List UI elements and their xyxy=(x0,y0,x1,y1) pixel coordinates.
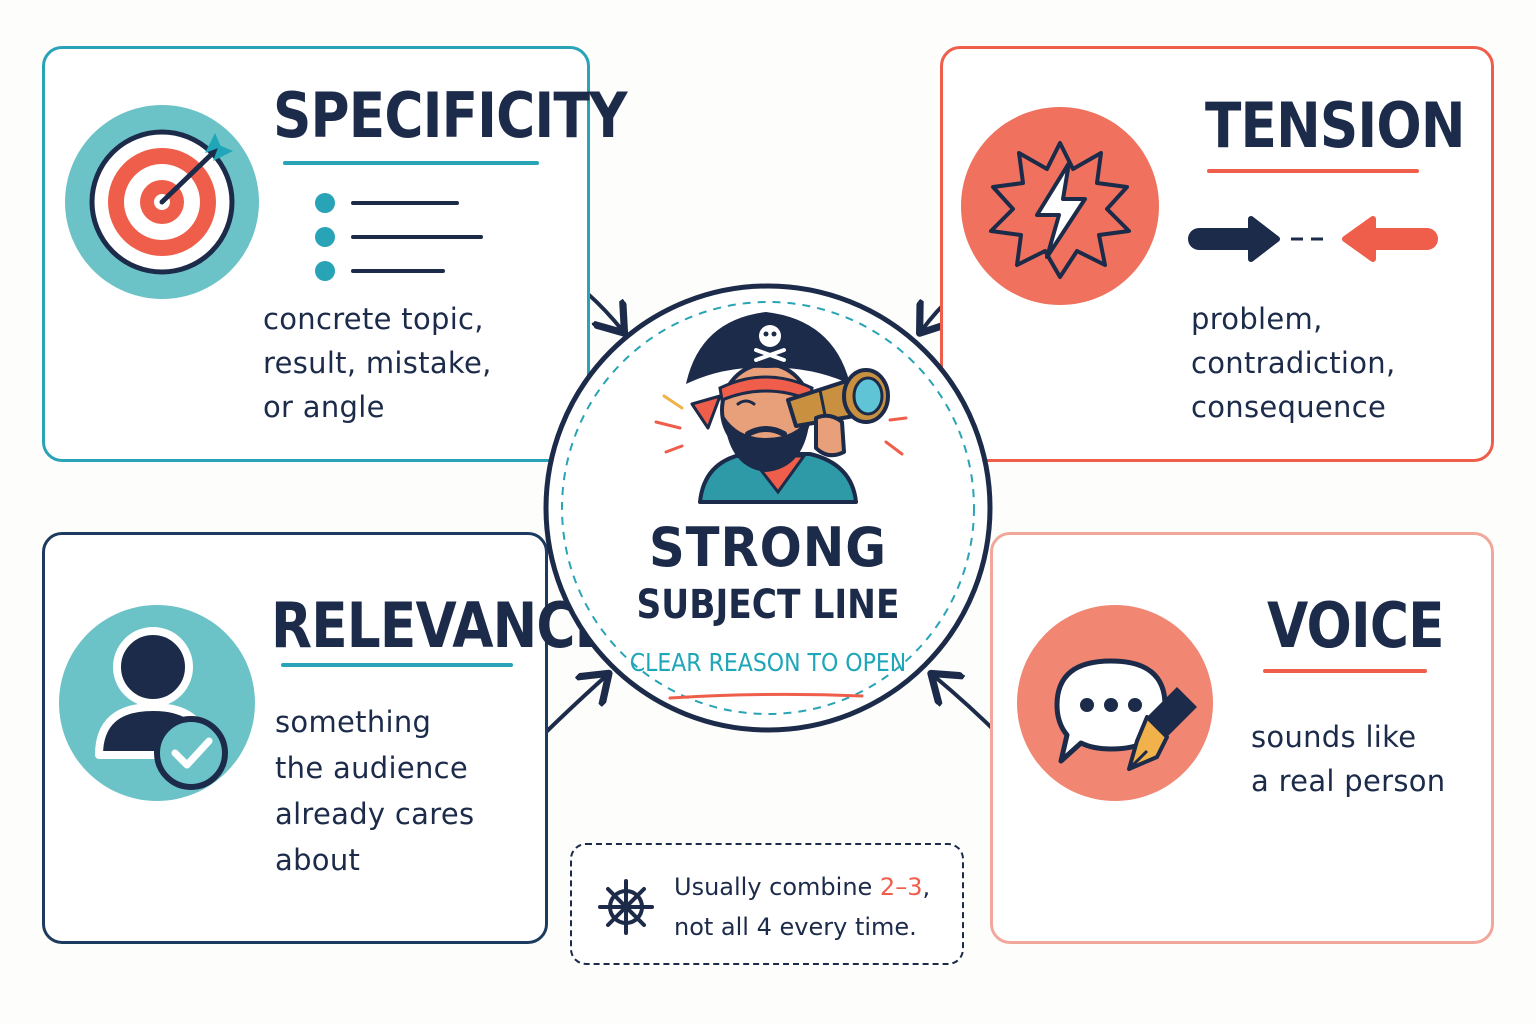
note-line2: not all 4 every time. xyxy=(674,913,917,941)
card-description: sounds like a real person xyxy=(1251,720,1446,798)
target-icon xyxy=(65,105,259,299)
card-specificity: SPECIFICITY concrete topic, result, mist… xyxy=(42,46,627,462)
card-title: TENSION xyxy=(1205,89,1465,162)
note-line1-prefix: Usually combine xyxy=(674,873,880,901)
center-tagline: CLEAR REASON TO OPEN xyxy=(629,648,907,677)
center-title-line1: STRONG xyxy=(648,516,888,579)
title-underline xyxy=(1207,169,1419,173)
card-tension: TENSION problem, contradiction, conseque… xyxy=(940,46,1494,462)
card-title: SPECIFICITY xyxy=(273,79,627,152)
note-line1-suffix: , xyxy=(922,873,931,901)
title-underline xyxy=(281,663,513,667)
card-voice: VOICE sounds like a real person xyxy=(990,532,1494,944)
note-text: Usually combine 2–3,not all 4 every time… xyxy=(674,867,930,947)
title-underline xyxy=(1263,669,1427,673)
list-lines-icon xyxy=(315,193,483,281)
card-description: something the audience already cares abo… xyxy=(275,705,475,877)
card-title: RELEVANCE xyxy=(271,589,611,662)
card-description: problem, contradiction, consequence xyxy=(1191,302,1396,424)
opposing-arrows-icon xyxy=(1188,216,1438,262)
card-relevance: RELEVANCE something the audience already… xyxy=(42,532,611,944)
ship-wheel-icon xyxy=(598,879,654,935)
tagline-underline xyxy=(668,692,864,700)
card-description: concrete topic, result, mistake, or angl… xyxy=(263,302,492,424)
title-underline xyxy=(283,161,539,165)
note-box: Usually combine 2–3,not all 4 every time… xyxy=(570,843,964,965)
card-title: VOICE xyxy=(1267,589,1445,662)
user-check-icon xyxy=(59,605,255,801)
speech-pen-icon xyxy=(1017,605,1213,801)
center-title-line2: SUBJECT LINE xyxy=(636,582,900,628)
center-circle: STRONG SUBJECT LINE CLEAR REASON TO OPEN xyxy=(540,280,996,736)
pirate-with-telescope-icon xyxy=(654,312,908,504)
lightning-icon xyxy=(961,107,1159,305)
note-highlight: 2–3 xyxy=(879,873,923,901)
